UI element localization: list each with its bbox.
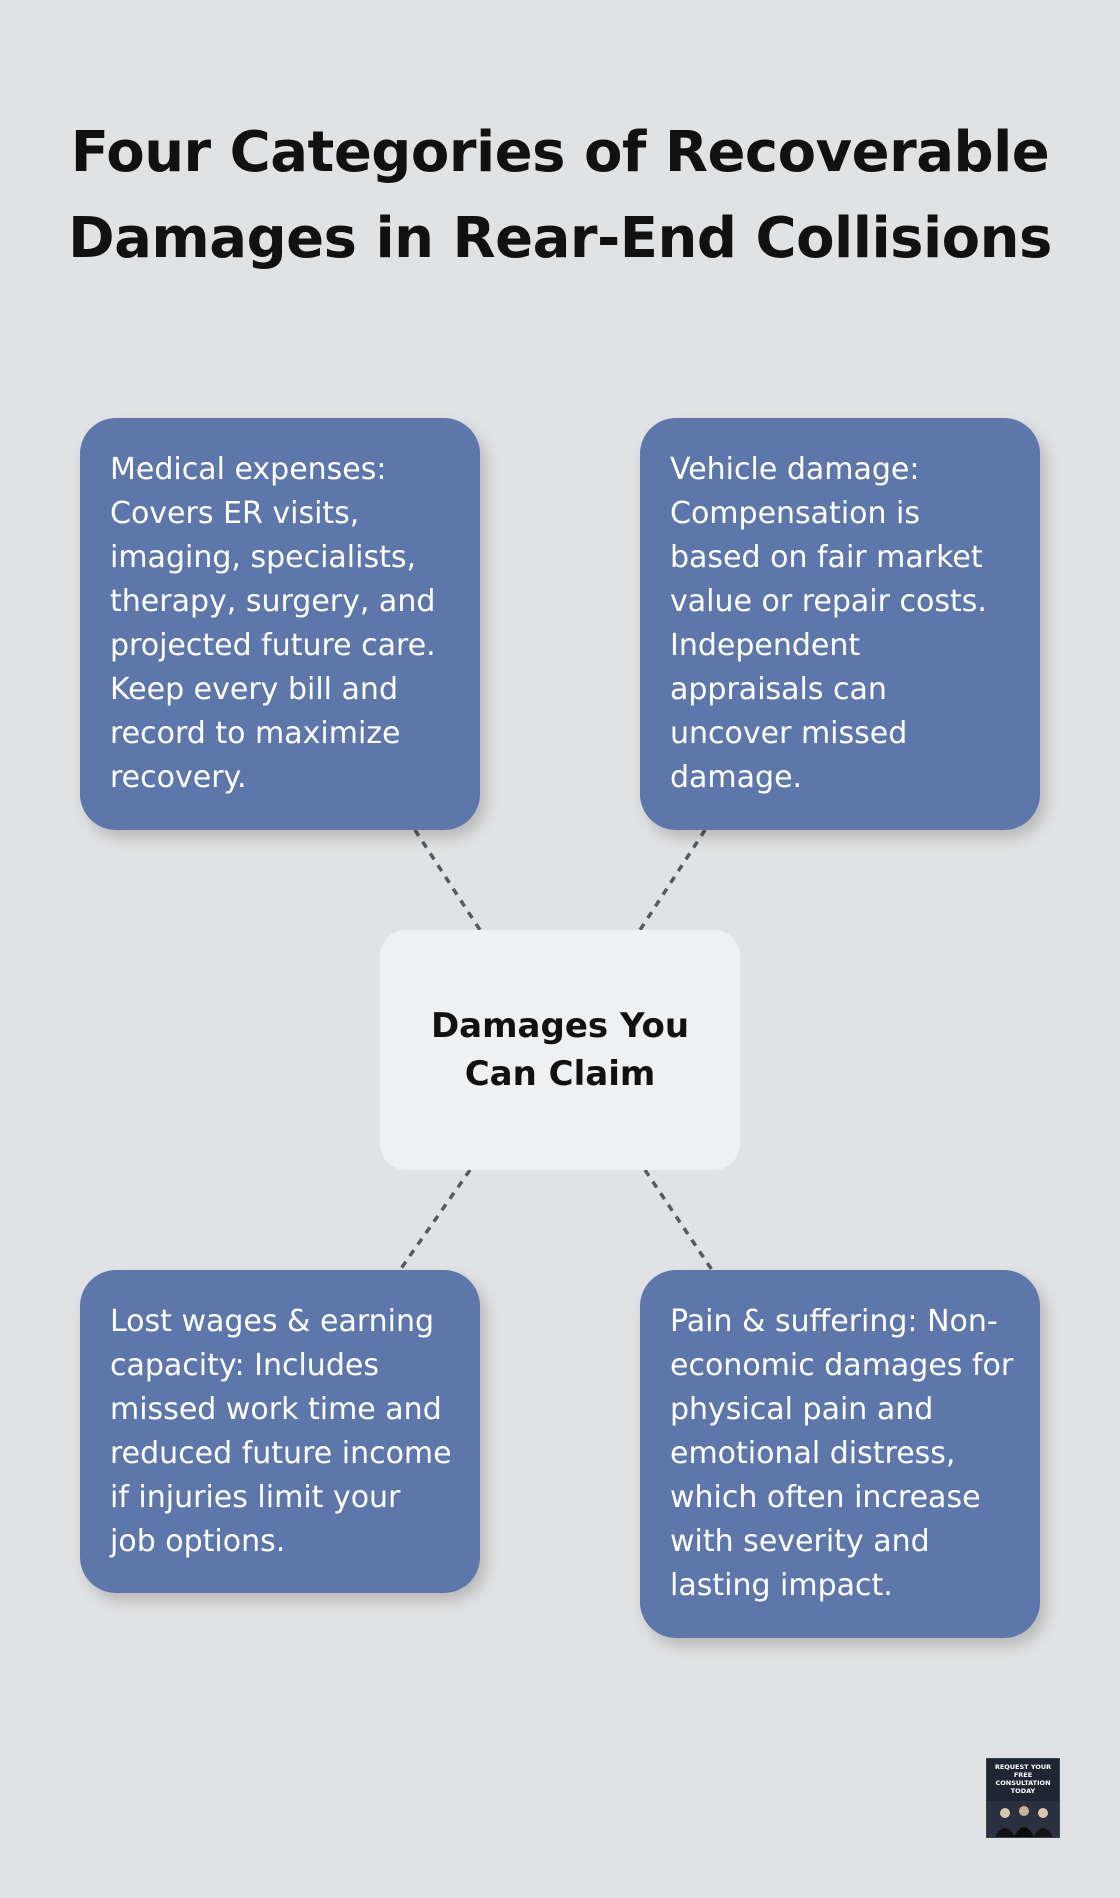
card-pain-suffering: Pain & suffering: Non-economic damages f… xyxy=(640,1270,1040,1638)
card-medical-expenses: Medical expenses: Covers ER visits, imag… xyxy=(80,418,480,830)
connector-medical xyxy=(413,829,482,931)
badge-text: REQUEST YOUR FREE CONSULTATION TODAY xyxy=(994,1763,1052,1795)
card-vehicle-damage: Vehicle damage: Compensation is based on… xyxy=(640,418,1040,830)
attorneys-photo-icon xyxy=(987,1801,1059,1837)
center-label: Damages You Can Claim xyxy=(430,1006,690,1094)
connector-wages xyxy=(398,1168,472,1272)
card-lost-wages: Lost wages & earning capacity: Includes … xyxy=(80,1270,480,1593)
diagram-title: Four Categories of Recoverable Damages i… xyxy=(68,120,1052,271)
center-node: Damages You Can Claim xyxy=(380,930,740,1170)
consultation-badge[interactable]: REQUEST YOUR FREE CONSULTATION TODAY xyxy=(986,1758,1060,1838)
connector-vehicle xyxy=(638,829,707,931)
connector-pain xyxy=(643,1169,714,1271)
